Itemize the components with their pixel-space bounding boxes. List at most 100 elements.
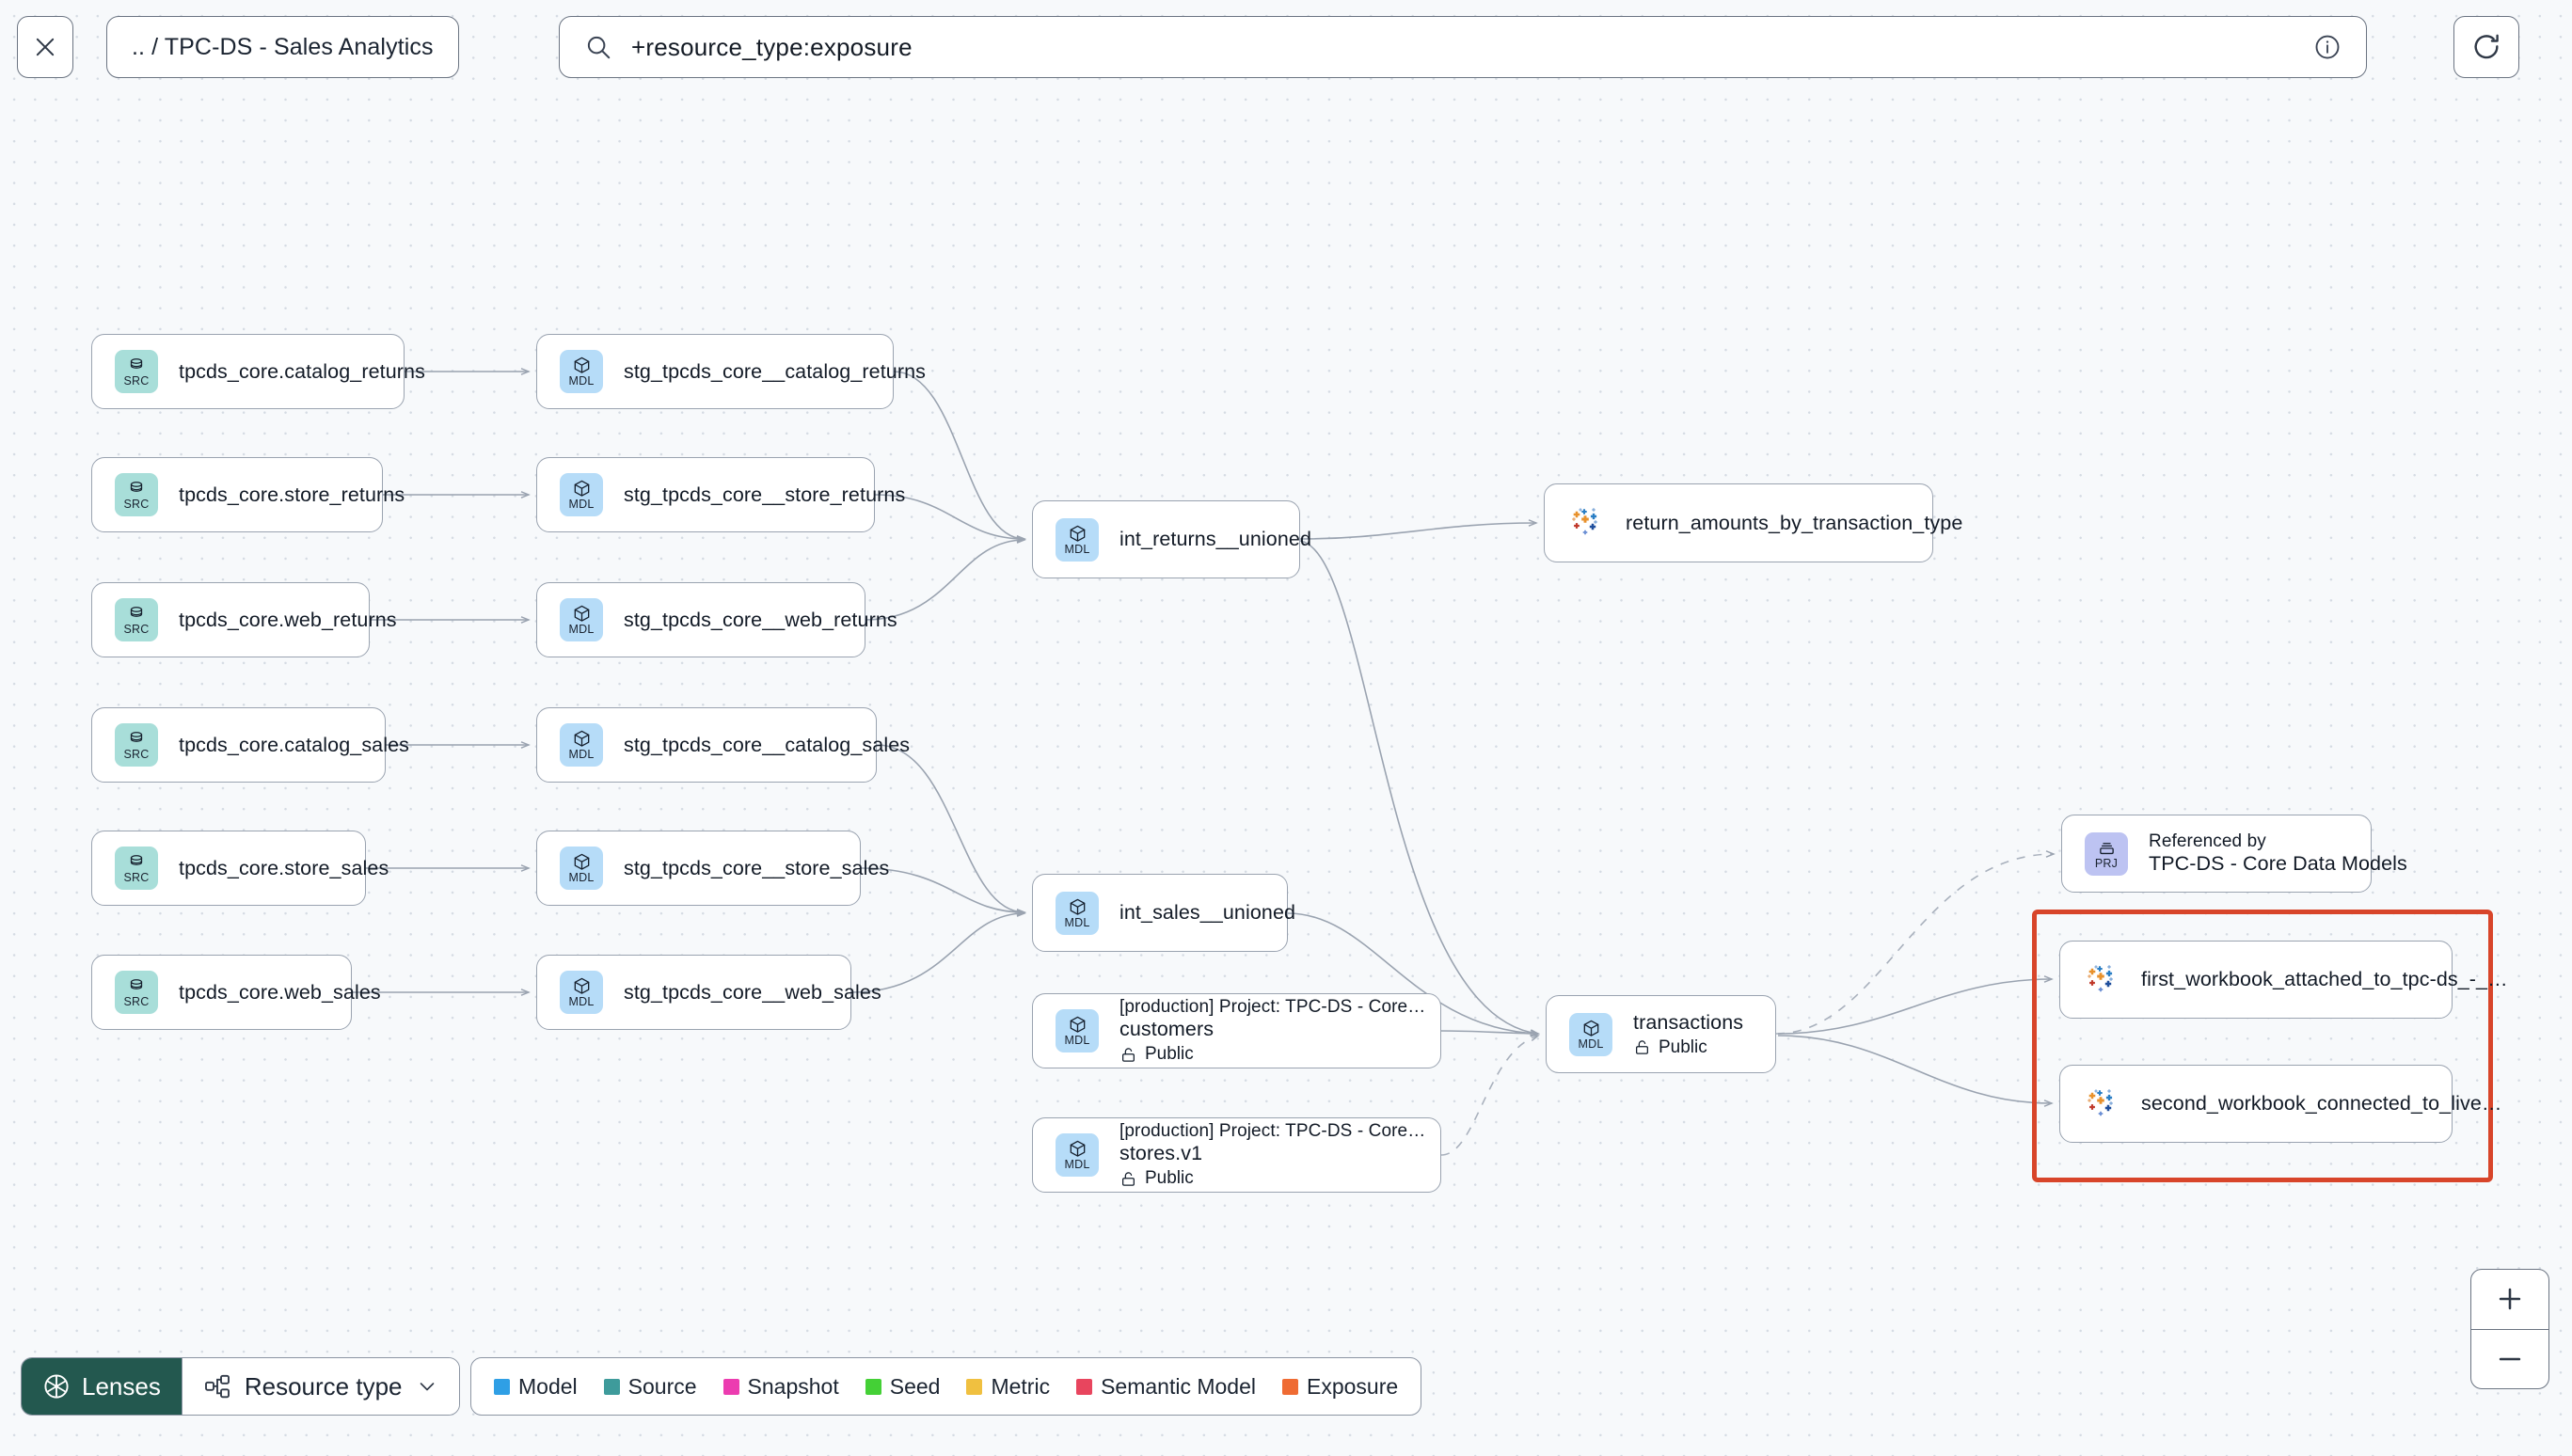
unlock-icon — [1119, 1170, 1137, 1188]
node-body: stg_tpcds_core__catalog_sales — [624, 734, 910, 757]
graph-node-src_web_returns[interactable]: SRC tpcds_core.web_returns — [91, 582, 397, 657]
node-title: stg_tpcds_core__catalog_returns — [624, 359, 927, 383]
node-badge-mdl: MDL — [560, 473, 603, 516]
legend-item-source[interactable]: Source — [603, 1374, 697, 1400]
search-input[interactable] — [631, 32, 2313, 62]
legend-item-exposure[interactable]: Exposure — [1282, 1374, 1398, 1400]
cube-icon — [1068, 897, 1088, 917]
legend-item-seed[interactable]: Seed — [865, 1374, 940, 1400]
node-badge-label: SRC — [123, 623, 150, 636]
node-body: stg_tpcds_core__web_sales — [624, 981, 881, 1005]
node-badge-label: MDL — [1064, 542, 1090, 556]
node-body: tpcds_core.web_sales — [179, 981, 381, 1005]
legend-swatch — [865, 1378, 881, 1395]
node-badge-label: MDL — [568, 748, 595, 761]
graph-node-customers[interactable]: MDL[production] Project: TPC-DS - Core D… — [1032, 993, 1441, 1068]
graph-node-second_workbook[interactable]: second_workbook_connected_to_live… — [2059, 1065, 2501, 1143]
search-bar[interactable] — [559, 16, 2367, 78]
node-body: tpcds_core.store_sales — [179, 857, 389, 880]
lenses-button[interactable]: Lenses — [22, 1358, 182, 1415]
refresh-button[interactable] — [2453, 16, 2519, 78]
legend-item-model[interactable]: Model — [494, 1374, 578, 1400]
node-badge-src: SRC — [115, 847, 158, 890]
node-title: stg_tpcds_core__web_returns — [624, 608, 897, 631]
node-title: TPC-DS - Core Data Models — [2149, 852, 2407, 875]
zoom-out-button[interactable] — [2471, 1328, 2548, 1389]
legend-label: Snapshot — [747, 1373, 839, 1399]
top-toolbar: .. / TPC-DS - Sales Analytics — [0, 0, 2572, 111]
hierarchy-icon — [203, 1372, 231, 1401]
graph-node-stores_v1[interactable]: MDL[production] Project: TPC-DS - Core D… — [1032, 1117, 1441, 1193]
close-icon — [36, 38, 55, 56]
node-body: tpcds_core.web_returns — [179, 609, 397, 632]
graph-node-int_sales_unioned[interactable]: MDL int_sales__unioned — [1032, 874, 1295, 952]
node-title: stores.v1 — [1119, 1142, 1203, 1164]
close-button[interactable] — [17, 16, 73, 78]
cube-icon — [572, 479, 592, 499]
node-badge-label: MDL — [568, 995, 595, 1008]
database-icon — [127, 356, 146, 375]
cube-icon — [572, 356, 592, 375]
legend-label: Semantic Model — [1101, 1373, 1256, 1399]
node-badge-src: SRC — [115, 350, 158, 393]
legend-swatch — [1076, 1378, 1093, 1395]
node-title: transactions — [1633, 1010, 1744, 1034]
cube-icon — [572, 604, 592, 624]
graph-node-stg_catalog_sales[interactable]: MDL stg_tpcds_core__catalog_sales — [536, 707, 910, 783]
lenses-control-group: Lenses Resource type — [21, 1357, 460, 1416]
info-icon[interactable] — [2313, 33, 2342, 61]
node-body: [production] Project: TPC-DS - Core Data… — [1119, 997, 1430, 1065]
zoom-controls — [2470, 1269, 2549, 1389]
database-icon — [127, 729, 146, 749]
node-visibility: Public — [1633, 1037, 1743, 1058]
cube-icon — [572, 976, 592, 996]
unlock-icon — [1119, 1046, 1137, 1064]
cube-icon — [1581, 1019, 1601, 1038]
node-badge-label: MDL — [1064, 915, 1090, 929]
graph-node-first_workbook[interactable]: first_workbook_attached_to_tpc-ds_-_… — [2059, 941, 2508, 1019]
graph-node-stg_store_returns[interactable]: MDL stg_tpcds_core__store_returns — [536, 457, 905, 532]
node-body: second_workbook_connected_to_live… — [2141, 1092, 2501, 1116]
graph-node-stg_web_sales[interactable]: MDL stg_tpcds_core__web_sales — [536, 955, 881, 1030]
node-title: stg_tpcds_core__store_returns — [624, 483, 906, 506]
graph-node-return_amounts[interactable]: return_amounts_by_transaction_type — [1544, 483, 1962, 562]
node-title: tpcds_core.web_returns — [179, 608, 397, 631]
graph-node-src_store_sales[interactable]: SRC tpcds_core.store_sales — [91, 831, 389, 906]
node-badge-label: SRC — [123, 748, 150, 761]
refresh-icon — [2474, 34, 2499, 59]
legend-item-metric[interactable]: Metric — [966, 1374, 1050, 1400]
node-title: int_sales__unioned — [1119, 901, 1296, 924]
zoom-in-button[interactable] — [2471, 1270, 2548, 1329]
node-body: int_sales__unioned — [1119, 901, 1295, 925]
resource-type-label: Resource type — [244, 1371, 403, 1401]
legend-item-snapshot[interactable]: Snapshot — [722, 1373, 839, 1400]
node-badge-mdl: MDL — [1056, 1133, 1099, 1177]
resource-type-legend: Model Source Snapshot Seed Metric Semantic Mo… — [470, 1357, 1422, 1416]
resource-type-dropdown[interactable]: Resource type — [181, 1358, 459, 1415]
cube-icon — [1068, 1015, 1088, 1035]
database-icon — [127, 479, 146, 499]
breadcrumb[interactable]: .. / TPC-DS - Sales Analytics — [106, 16, 459, 78]
chevron-down-icon — [416, 1375, 438, 1398]
tableau-icon — [2083, 1085, 2120, 1123]
node-badge-label: SRC — [123, 374, 150, 388]
node-title: customers — [1119, 1018, 1215, 1040]
project-icon — [2097, 838, 2117, 858]
cube-icon — [1068, 524, 1088, 544]
node-badge-mdl: MDL — [1056, 891, 1099, 935]
legend-item-semantic-model[interactable]: Semantic Model — [1076, 1374, 1256, 1400]
node-subtitle: Referenced by — [2149, 831, 2266, 851]
graph-edges — [352, 368, 2056, 1156]
node-badge-mdl: MDL — [560, 847, 603, 890]
